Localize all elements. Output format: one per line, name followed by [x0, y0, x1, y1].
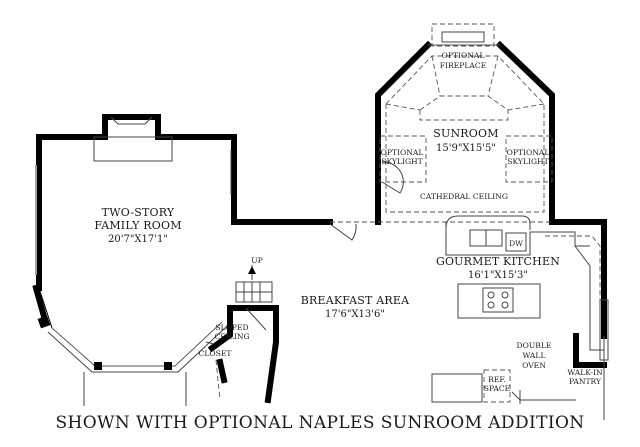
family-room-walls	[32, 114, 333, 406]
oven-label-1: DOUBLE	[517, 341, 552, 350]
skylight-right-1: OPTIONAL	[507, 148, 550, 157]
pantry-label-2: PANTRY	[569, 377, 602, 386]
sunroom-door[interactable]	[381, 161, 404, 194]
pantry-label-1: WALK-IN	[567, 368, 603, 377]
oven-label-2: WALL	[523, 351, 546, 360]
sunroom-walls	[375, 40, 607, 339]
stairs	[207, 265, 279, 404]
kitchen-size: 16'1"X15'3"	[468, 270, 528, 281]
sunroom-size: 15'9"X15'5"	[436, 143, 496, 154]
sunroom-fireplace	[431, 23, 495, 47]
up-label: UP	[251, 256, 263, 265]
skylight-left-2: SKYLIGHT	[381, 157, 422, 166]
closet	[205, 341, 228, 401]
closet-label: CLOSET	[199, 349, 232, 358]
breakfast-walls	[329, 221, 552, 241]
family-fireplace	[93, 116, 173, 162]
kitchen-name: GOURMET KITCHEN	[436, 255, 560, 268]
breakfast-name: BREAKFAST AREA	[301, 294, 410, 307]
family-room-name-1: TWO-STORY	[102, 206, 175, 219]
fireplace-label-1: OPTIONAL	[442, 51, 485, 60]
plan-caption: SHOWN WITH OPTIONAL NAPLES SUNROOM ADDIT…	[55, 413, 584, 433]
ref-label-2: SPACE	[484, 384, 510, 393]
sunroom-name: SUNROOM	[433, 127, 498, 140]
skylight-right	[505, 135, 553, 183]
sloped-label-2: CEILING	[214, 332, 249, 341]
sloped-label-1: SLOPED	[215, 323, 248, 332]
skylight-left-1: OPTIONAL	[381, 148, 424, 157]
kitchen-island	[457, 283, 541, 319]
family-room-size: 20'7"X17'1"	[108, 234, 168, 245]
oven-ref	[431, 369, 576, 404]
skylight-right-2: SKYLIGHT	[507, 157, 548, 166]
oven-label-3: OVEN	[522, 361, 546, 370]
pantry-walls	[573, 299, 609, 420]
fireplace-label-2: FIREPLACE	[440, 61, 487, 70]
kitchen-counters	[445, 215, 604, 351]
cathedral-ceiling: CATHEDRAL CEILING	[420, 192, 508, 201]
family-room-name-2: FAMILY ROOM	[94, 219, 181, 232]
ref-label-1: REF.	[488, 375, 506, 384]
breakfast-size: 17'6"X13'6"	[325, 309, 385, 320]
dw-label: DW	[509, 239, 523, 248]
